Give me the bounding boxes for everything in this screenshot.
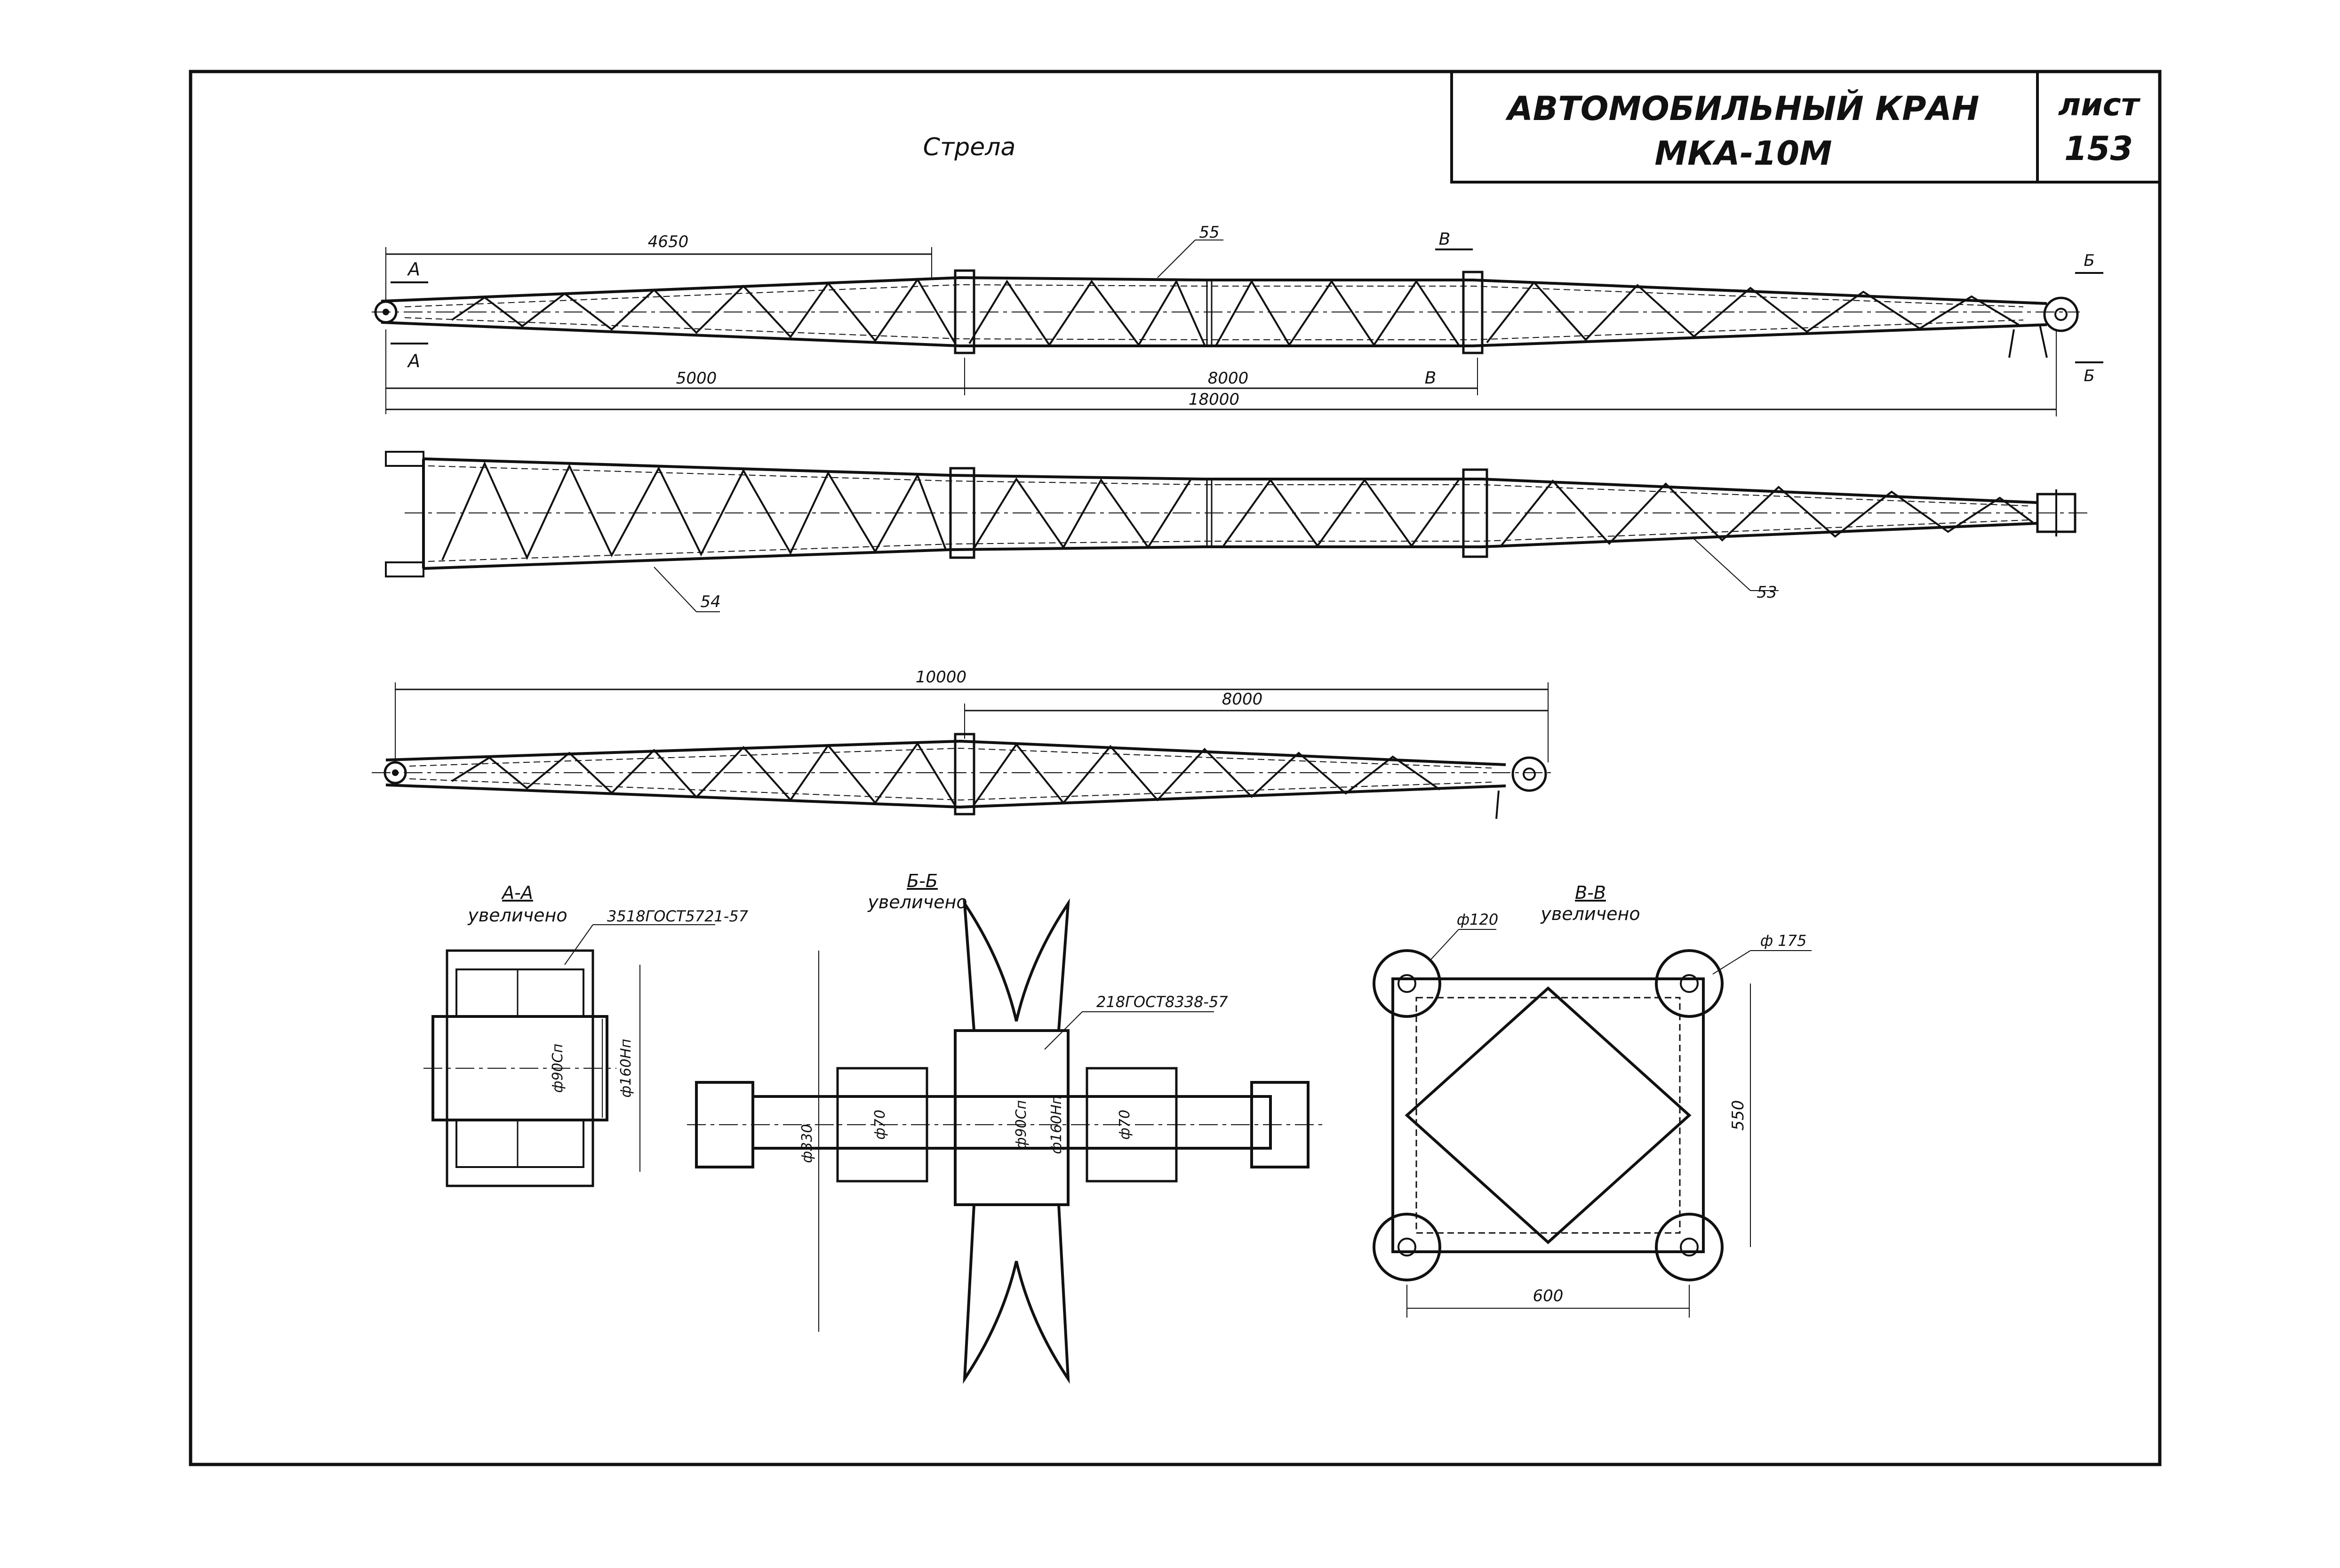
section-bb-dia-90: ф90Сп [1013,1100,1030,1149]
section-vv-dim-600: 600 [1533,1287,1564,1305]
section-mark-v-top: В [1439,230,1451,249]
section-mark-b-top: Б [2084,251,2094,270]
section-mark-a-bottom: А [407,351,420,371]
title-line2: МКА-10М [1654,134,1832,173]
section-aa-bearing: 3518ГОСТ5721-57 [607,907,749,925]
drawing-caption: Стрела [923,133,1016,161]
sheet-label: лист [2058,87,2141,123]
section-a-a: А-А увеличено 3518ГОСТ5721-57 ф90Сп ф160… [423,882,749,1187]
section-mark-v-bottom: В [1425,368,1437,388]
dim-10000: 10000 [916,668,966,687]
section-bb-dia-70b: ф70 [1117,1110,1133,1140]
section-aa-title: А-А [501,882,533,903]
section-b-b: Б-Б увеличено ф330 ф70 ф90Сп ф160Нп ф70 … [687,871,1327,1384]
part-label-55: 55 [1199,223,1219,242]
section-mark-b-bottom: Б [2084,367,2094,385]
title-block: АВТОМОБИЛЬНЫЙ КРАН МКА-10М лист 153 [1450,70,2161,184]
sheet-number: 153 [2064,129,2133,168]
section-mark-a-top: А [407,259,420,280]
sheet-frame [189,70,2162,1466]
section-aa-dia-90: ф90Сп [550,1044,566,1093]
boom-plan-view: 54 53 [385,451,2089,612]
section-bb-dia-70a: ф70 [872,1110,888,1140]
section-bb-dia-330: ф330 [799,1124,815,1163]
title-line1: АВТОМОБИЛЬНЫЙ КРАН [1505,89,1980,128]
section-vv-dia-120: ф120 [1457,911,1498,928]
dim-4650: 4650 [648,232,689,251]
dim-18000: 18000 [1189,390,1239,409]
part-label-53: 53 [1757,583,1777,602]
dim-5000: 5000 [676,369,717,388]
section-vv-dim-550: 550 [1729,1100,1748,1131]
dim-8000-view3: 8000 [1222,690,1263,709]
section-bb-title: Б-Б [907,871,938,891]
section-aa-subtitle: увеличено [467,905,567,926]
section-bb-bearing: 218ГОСТ8338-57 [1096,993,1228,1011]
section-vv-title: В-В [1575,882,1606,903]
boom-short-view: 10000 8000 [372,668,1553,819]
section-v-v: В-В увеличено ф120 ф 175 550 600 [1373,882,1812,1318]
section-vv-dia-175: ф 175 [1760,932,1807,950]
part-label-54: 54 [700,592,720,611]
boom-side-view: 4650 5000 8000 18000 55 А А В В Б Б [372,223,2103,416]
section-bb-subtitle: увеличено [867,892,967,912]
section-aa-dia-160: ф160Нп [618,1039,634,1097]
section-vv-subtitle: увеличено [1540,904,1640,924]
dim-8000-view1: 8000 [1208,369,1249,388]
section-bb-dia-160: ф160Нп [1048,1095,1065,1154]
